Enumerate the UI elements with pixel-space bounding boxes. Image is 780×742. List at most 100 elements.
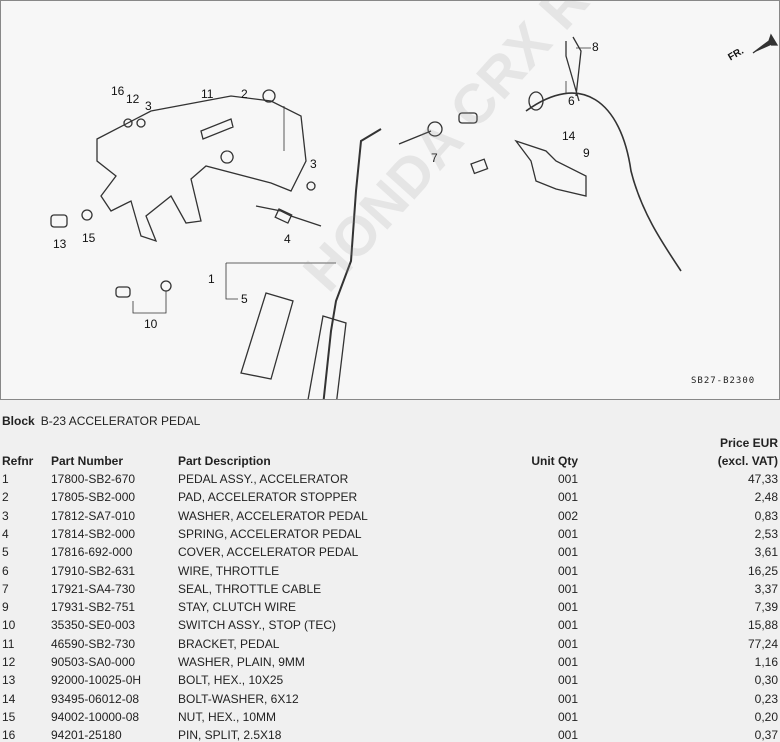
callout-13: 13 bbox=[53, 237, 67, 251]
cell-description: BOLT, HEX., 10X25 bbox=[178, 673, 284, 688]
cell-description: NUT, HEX., 10MM bbox=[178, 709, 277, 724]
callout-11: 11 bbox=[201, 87, 214, 101]
cell-part-number: 17910-SB2-631 bbox=[51, 563, 136, 578]
cell-price: 0,37 bbox=[754, 728, 778, 742]
cell-refnr: 6 bbox=[2, 563, 9, 578]
header-price-line2: (excl. VAT) bbox=[717, 454, 778, 468]
cell-refnr: 5 bbox=[2, 545, 9, 560]
callout-15: 15 bbox=[82, 231, 96, 245]
cell-part-number: 17800-SB2-670 bbox=[51, 472, 136, 486]
header-description: Part Description bbox=[178, 454, 271, 468]
cell-description: WASHER, PLAIN, 9MM bbox=[178, 655, 305, 669]
cell-refnr: 12 bbox=[2, 655, 16, 669]
cell-description: PEDAL ASSY., ACCELERATOR bbox=[178, 472, 349, 486]
cell-qty: 002 bbox=[557, 508, 578, 523]
header-qty: Unit Qty bbox=[531, 454, 578, 468]
block-title: Block B-23 ACCELERATOR PEDAL bbox=[2, 414, 200, 428]
block-value: B-23 ACCELERATOR PEDAL bbox=[40, 414, 201, 428]
cell-qty: 001 bbox=[557, 545, 578, 560]
cell-price: 0,83 bbox=[754, 508, 778, 523]
cell-qty: 001 bbox=[557, 691, 578, 706]
callout-12: 12 bbox=[126, 92, 140, 106]
cell-refnr: 13 bbox=[2, 673, 16, 688]
cell-qty: 001 bbox=[557, 526, 578, 541]
cell-price: 15,88 bbox=[747, 618, 778, 633]
cell-part-number: 90503-SA0-000 bbox=[51, 655, 136, 669]
callout-8: 8 bbox=[592, 40, 599, 54]
callout-2: 2 bbox=[241, 87, 248, 101]
cell-refnr: 15 bbox=[2, 709, 16, 724]
callout-16: 16 bbox=[111, 84, 125, 98]
pedal-pad bbox=[240, 292, 294, 380]
cell-refnr: 16 bbox=[2, 728, 16, 742]
table-row: 15 94002-10000-08 NUT, HEX., 10MM 001 0,20 bbox=[0, 710, 780, 728]
callout-14: 14 bbox=[562, 129, 576, 143]
cell-qty: 001 bbox=[557, 673, 578, 688]
cell-price: 7,39 bbox=[754, 600, 778, 615]
cell-part-number: 35350-SE0-003 bbox=[51, 618, 136, 633]
cell-qty: 001 bbox=[557, 728, 578, 742]
cell-description: STAY, CLUTCH WIRE bbox=[178, 600, 297, 615]
cell-description: PAD, ACCELERATOR STOPPER bbox=[178, 490, 358, 505]
drawing-code: SB27-B2300 bbox=[691, 376, 756, 386]
cell-part-number: 17805-SB2-000 bbox=[51, 490, 136, 505]
cell-price: 16,25 bbox=[747, 563, 778, 578]
cell-refnr: 4 bbox=[2, 526, 9, 541]
callout-3b: 3 bbox=[310, 157, 317, 171]
cell-price: 0,23 bbox=[754, 691, 778, 706]
callout-10: 10 bbox=[144, 317, 158, 331]
cell-refnr: 11 bbox=[2, 636, 15, 651]
pedal-bracket bbox=[96, 95, 307, 243]
table-row: 14 93495-06012-08 BOLT-WASHER, 6X12 001 0,23 bbox=[0, 692, 780, 710]
cell-description: SWITCH ASSY., STOP (TEC) bbox=[178, 618, 337, 633]
cell-qty: 001 bbox=[557, 655, 578, 669]
cell-description: COVER, ACCELERATOR PEDAL bbox=[178, 545, 359, 560]
cell-refnr: 7 bbox=[2, 581, 9, 596]
stay bbox=[514, 139, 587, 197]
cell-part-number: 17931-SB2-751 bbox=[51, 600, 136, 615]
cell-refnr: 1 bbox=[2, 472, 9, 486]
callout-9: 9 bbox=[583, 146, 590, 160]
callout-4: 4 bbox=[284, 232, 291, 246]
exploded-view-drawing bbox=[50, 33, 779, 399]
cell-refnr: 2 bbox=[2, 490, 9, 505]
header-refnr: Refnr bbox=[2, 454, 34, 468]
cell-refnr: 9 bbox=[2, 600, 9, 615]
cell-part-number: 94002-10000-08 bbox=[51, 709, 140, 724]
cell-part-number: 46590-SB2-730 bbox=[51, 636, 136, 651]
cell-refnr: 14 bbox=[2, 691, 16, 706]
callout-7: 7 bbox=[431, 151, 438, 165]
parts-diagram: 8 FR. 16 12 3 11 2 6 14 9 7 3 4 13 15 1 … bbox=[0, 0, 780, 400]
cell-description: PIN, SPLIT, 2.5X18 bbox=[178, 728, 282, 742]
callout-3: 3 bbox=[145, 99, 152, 113]
cell-price: 0,30 bbox=[754, 673, 778, 688]
cell-qty: 001 bbox=[557, 618, 578, 633]
callout-5: 5 bbox=[241, 292, 248, 306]
throttle-wire bbox=[525, 92, 682, 272]
pedal-arm bbox=[322, 128, 382, 399]
header-price-line1: Price EUR bbox=[719, 436, 778, 450]
front-arrow bbox=[752, 33, 779, 54]
block-label: Block bbox=[2, 414, 35, 428]
cell-part-number: 93495-06012-08 bbox=[51, 691, 140, 706]
cell-qty: 001 bbox=[557, 709, 578, 724]
cell-qty: 001 bbox=[557, 581, 578, 596]
cell-part-number: 17816-692-000 bbox=[51, 545, 133, 560]
cell-price: 3,61 bbox=[754, 545, 778, 560]
cell-price: 77,24 bbox=[747, 636, 778, 651]
cell-qty: 001 bbox=[557, 636, 578, 651]
cell-price: 47,33 bbox=[747, 472, 778, 486]
cell-description: BOLT-WASHER, 6X12 bbox=[178, 691, 299, 706]
cell-price: 0,20 bbox=[754, 709, 778, 724]
callout-6: 6 bbox=[568, 94, 575, 108]
